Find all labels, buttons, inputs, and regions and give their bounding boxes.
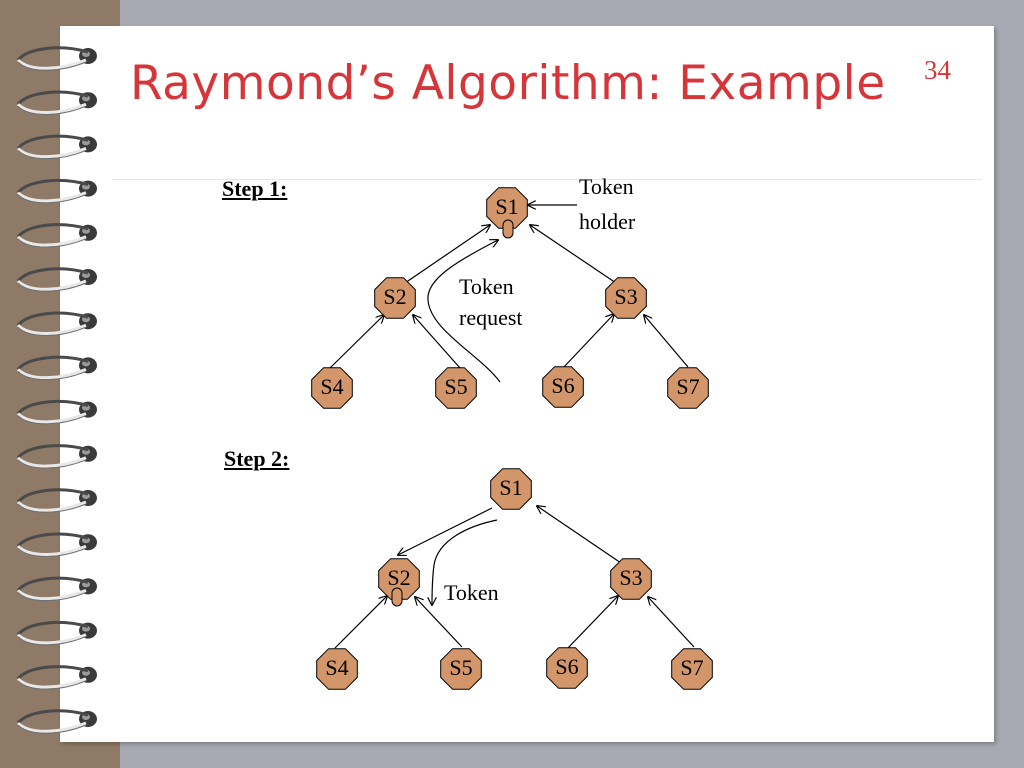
step1-node-s4: S4 <box>311 367 353 409</box>
spiral-ring-icon <box>16 532 97 557</box>
step1-request-arrow <box>427 240 501 383</box>
step2-node-s3: S3 <box>610 558 652 600</box>
node-octagon <box>435 367 477 409</box>
token-holder-label-line2: holder <box>579 209 636 234</box>
step-1-label: Step 1: <box>222 176 288 201</box>
spiral-ring-icon <box>16 355 97 381</box>
slide-title: Raymond’s Algorithm: Example <box>130 56 886 111</box>
node-octagon <box>542 366 584 408</box>
step2-edge-s5-s2 <box>415 597 463 648</box>
spiral-ring-icon <box>16 90 97 115</box>
spiral-ring-icon <box>16 665 97 690</box>
token-label: Token <box>444 580 499 605</box>
step2-node-s4: S4 <box>316 648 358 690</box>
step2-node-s6: S6 <box>546 647 588 689</box>
spiral-ring-icon <box>16 444 97 469</box>
token-request-label-line2: request <box>459 305 523 330</box>
node-label: S1 <box>495 194 518 219</box>
node-octagon <box>671 648 713 690</box>
node-octagon <box>311 367 353 409</box>
spiral-binding-icon <box>16 46 97 734</box>
node-octagon <box>374 277 416 319</box>
token-icon <box>502 219 514 239</box>
step2-edge-s4-s2 <box>334 596 387 649</box>
step1-node-s1: S1 <box>486 187 528 229</box>
spiral-ring-icon <box>16 311 97 336</box>
node-label: S4 <box>325 655 348 680</box>
node-label: S3 <box>614 284 637 309</box>
node-label: S5 <box>444 374 467 399</box>
step1-edge-s3-s1 <box>530 225 617 284</box>
slide-page <box>60 26 994 742</box>
node-label: S3 <box>619 565 642 590</box>
node-octagon <box>440 648 482 690</box>
spiral-ring-icon <box>16 620 97 646</box>
token-icon <box>391 587 403 607</box>
step1-node-s7: S7 <box>667 367 709 409</box>
step1-nodes: S1 S2 S3 S4 S5 S6 S7 <box>311 187 709 409</box>
token-holder-label-line1: Token <box>579 174 634 199</box>
step1-node-s5: S5 <box>435 367 477 409</box>
token-request-label-line1: Token <box>459 274 514 299</box>
spiral-ring-icon <box>16 223 97 248</box>
node-octagon <box>667 367 709 409</box>
spiral-ring-icon <box>16 46 97 71</box>
step1-node-s6: S6 <box>542 366 584 408</box>
step2-node-s1: S1 <box>490 468 532 510</box>
step2-edge-s7-s3 <box>648 597 695 648</box>
node-label: S7 <box>680 655 703 680</box>
step2-edge-s3-s1 <box>537 506 622 564</box>
node-label: S4 <box>320 374 343 399</box>
step1-edge-s7-s3 <box>644 315 689 368</box>
node-octagon <box>490 468 532 510</box>
node-label: S1 <box>499 475 522 500</box>
step1-edges <box>329 205 689 383</box>
step-2-label: Step 2: <box>224 446 290 471</box>
node-octagon <box>546 647 588 689</box>
spiral-ring-icon <box>16 576 97 602</box>
spiral-ring-icon <box>16 488 97 513</box>
title-divider <box>112 179 982 180</box>
step2-node-s7: S7 <box>671 648 713 690</box>
step2-edge-s6-s3 <box>566 596 618 650</box>
node-label: S6 <box>551 373 574 398</box>
step1-node-s2: S2 <box>374 277 416 319</box>
step1-edge-s2-s1 <box>404 225 490 284</box>
spiral-ring-icon <box>16 267 97 292</box>
spiral-ring-icon <box>16 709 97 734</box>
spiral-ring-icon <box>16 134 97 160</box>
step2-token-arrow <box>432 519 498 605</box>
node-octagon <box>605 277 647 319</box>
node-octagon <box>316 648 358 690</box>
step2-node-s2: S2 <box>378 558 420 600</box>
slide-number: 34 <box>924 55 951 85</box>
node-label: S5 <box>449 655 472 680</box>
step1-node-s3: S3 <box>605 277 647 319</box>
step1-edge-s5-s2 <box>413 315 461 369</box>
step1-edge-s6-s3 <box>562 314 614 369</box>
node-octagon <box>610 558 652 600</box>
step2-node-s5: S5 <box>440 648 482 690</box>
spiral-ring-icon <box>16 399 97 425</box>
node-label: S7 <box>676 374 699 399</box>
node-label: S2 <box>387 565 410 590</box>
step2-nodes: S1 S2 S3 S4 S5 S6 S7 <box>316 468 713 690</box>
spiral-ring-icon <box>16 178 97 204</box>
step2-edges <box>334 506 695 650</box>
node-label: S2 <box>383 284 406 309</box>
step1-edge-s4-s2 <box>329 315 384 369</box>
node-label: S6 <box>555 654 578 679</box>
step2-edge-s1-s2 <box>398 507 493 555</box>
